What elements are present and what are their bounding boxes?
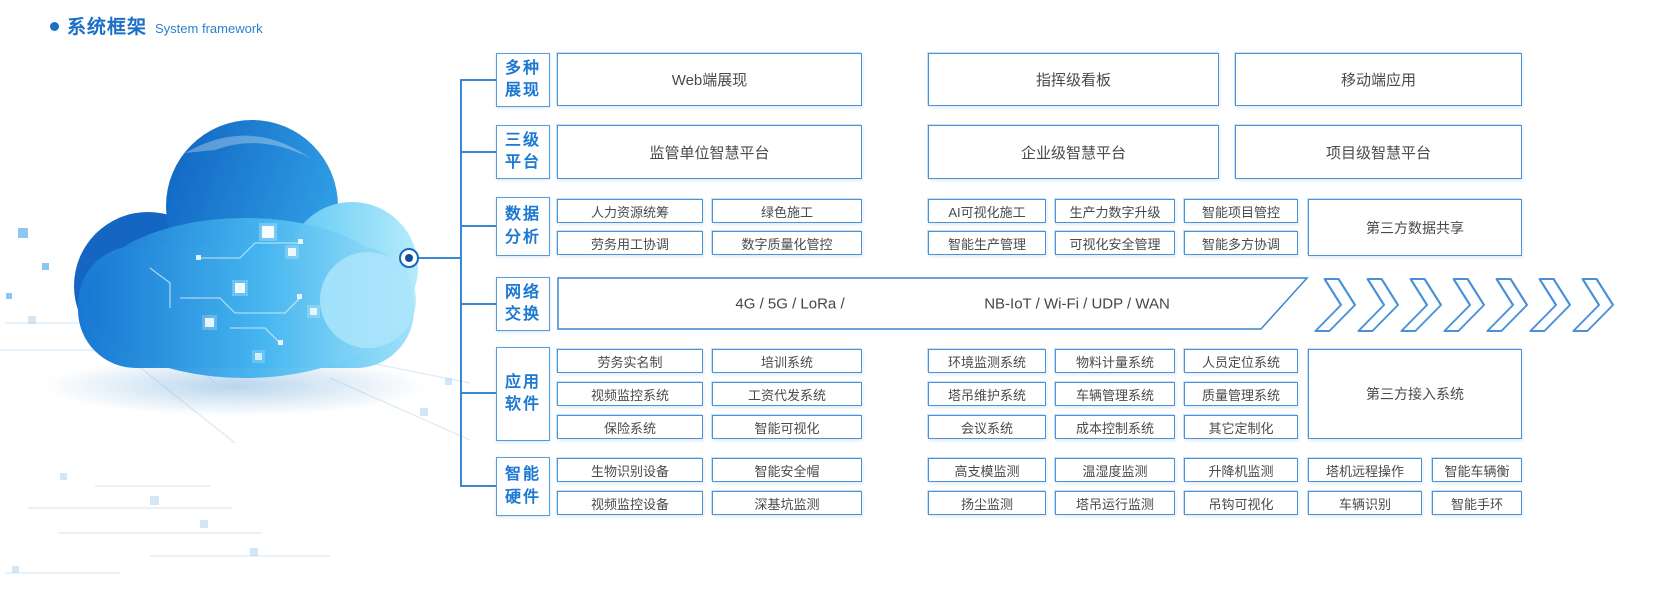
chevron-right-icon [1529,278,1572,332]
row-label-app-software: 应用 软件 [496,347,550,441]
box-third-party-data-share: 第三方数据共享 [1308,199,1522,256]
box-ai-visual-construction: AI可视化施工 [928,199,1046,223]
box-third-party-access: 第三方接入系统 [1308,349,1522,439]
box-formwork-monitor: 高支模监测 [928,458,1046,482]
bullet-icon [50,22,59,31]
cloud-node-dot [405,254,413,262]
title-zh: 系统框架 [67,17,148,38]
row-label-platform: 三级 平台 [496,125,550,179]
box-smart-weighbridge: 智能车辆衡 [1432,458,1522,482]
box-deep-pit-monitor: 深基坑监测 [712,491,862,515]
box-web-display: Web端展现 [557,53,862,106]
box-enterprise-platform: 企业级智慧平台 [928,125,1219,179]
box-personnel-positioning: 人员定位系统 [1184,349,1298,373]
box-training-system: 培训系统 [712,349,862,373]
box-smart-project-control: 智能项目管控 [1184,199,1298,223]
box-tower-remote-operation: 塔机远程操作 [1308,458,1422,482]
box-hr-overall: 人力资源统筹 [557,199,703,223]
network-box-shape [557,277,1309,330]
box-smart-wristband: 智能手环 [1432,491,1522,515]
box-video-monitor-device: 视频监控设备 [557,491,703,515]
network-protocols-2: NB-IoT / Wi-Fi / UDP / WAN [984,295,1170,313]
box-tower-crane-operation-monitor: 塔吊运行监测 [1055,491,1175,515]
box-vehicle-mgmt: 车辆管理系统 [1055,382,1175,406]
box-material-metering: 物料计量系统 [1055,349,1175,373]
box-digital-quality-control: 数字质量化管控 [712,231,862,255]
connector-stub-2 [460,151,496,153]
box-smart-helmet: 智能安全帽 [712,458,862,482]
row-label-line: 展现 [504,82,541,99]
row-label-line: 多种 [504,59,541,77]
connector-node-line [418,257,460,259]
box-other-customization: 其它定制化 [1184,415,1298,439]
chevron-right-icon [1572,278,1615,332]
network-protocols-box: 4G / 5G / LoRa / NB-IoT / Wi-Fi / UDP / … [557,277,1313,331]
box-dust-monitor: 扬尘监测 [928,491,1046,515]
row-label-smart-hardware: 智能 硬件 [496,457,550,516]
box-green-construction: 绿色施工 [712,199,862,223]
row-label-line: 硬件 [504,488,541,506]
connector-spine [460,79,462,486]
row-label-line: 平台 [504,154,541,171]
cloud-illustration [0,120,470,574]
box-regulator-platform: 监管单位智慧平台 [557,125,862,179]
box-tower-crane-maint: 塔吊维护系统 [928,382,1046,406]
box-vehicle-recognition: 车辆识别 [1308,491,1422,515]
row-label-line: 三级 [504,131,541,149]
box-hook-visualization: 吊钩可视化 [1184,491,1298,515]
box-insurance-system: 保险系统 [557,415,703,439]
chevron-right-icon [1357,278,1400,332]
row-label-line: 数据 [504,206,541,224]
box-meeting-system: 会议系统 [928,415,1046,439]
connector-stub-5 [460,392,496,394]
network-protocols-1: 4G / 5G / LoRa / [735,295,845,313]
box-labor-realname: 劳务实名制 [557,349,703,373]
row-label-line: 交换 [504,306,541,323]
row-label-line: 应用 [504,373,541,391]
connector-stub-4 [460,303,496,305]
row-label-network: 网络 交换 [496,277,550,331]
cloud-node-icon [399,248,419,268]
box-smart-production-mgmt: 智能生产管理 [928,231,1046,255]
chevron-arrows [1314,278,1619,332]
box-project-platform: 项目级智慧平台 [1235,125,1522,179]
page-title: 系统框架 System framework [50,12,263,39]
connector-stub-6 [460,485,496,487]
row-label-line: 分析 [504,228,541,246]
box-biometric-device: 生物识别设备 [557,458,703,482]
chevron-right-icon [1314,278,1357,332]
box-command-board: 指挥级看板 [928,53,1219,106]
box-smart-visualization: 智能可视化 [712,415,862,439]
row-label-data-analysis: 数据 分析 [496,197,550,256]
chevron-right-icon [1400,278,1443,332]
title-en: System framework [155,21,263,36]
box-hoist-monitor: 升降机监测 [1184,458,1298,482]
row-label-line: 软件 [504,396,541,413]
row-label-line: 网络 [504,283,541,301]
box-visual-safety-mgmt: 可视化安全管理 [1055,231,1175,255]
box-cost-control: 成本控制系统 [1055,415,1175,439]
box-productivity-upgrade: 生产力数字升级 [1055,199,1175,223]
box-env-monitor-system: 环境监测系统 [928,349,1046,373]
box-video-monitor-system: 视频监控系统 [557,382,703,406]
connector-stub-1 [460,79,496,81]
box-labor-coordination: 劳务用工协调 [557,231,703,255]
box-smart-multiparty: 智能多方协调 [1184,231,1298,255]
chevron-right-icon [1486,278,1529,332]
box-temp-humidity-monitor: 温湿度监测 [1055,458,1175,482]
connector-stub-3 [460,225,496,227]
box-payroll-system: 工资代发系统 [712,382,862,406]
row-label-line: 智能 [504,466,541,484]
row-label-display: 多种 展现 [496,53,550,107]
box-quality-mgmt: 质量管理系统 [1184,382,1298,406]
chevron-right-icon [1443,278,1486,332]
box-mobile-app: 移动端应用 [1235,53,1522,106]
